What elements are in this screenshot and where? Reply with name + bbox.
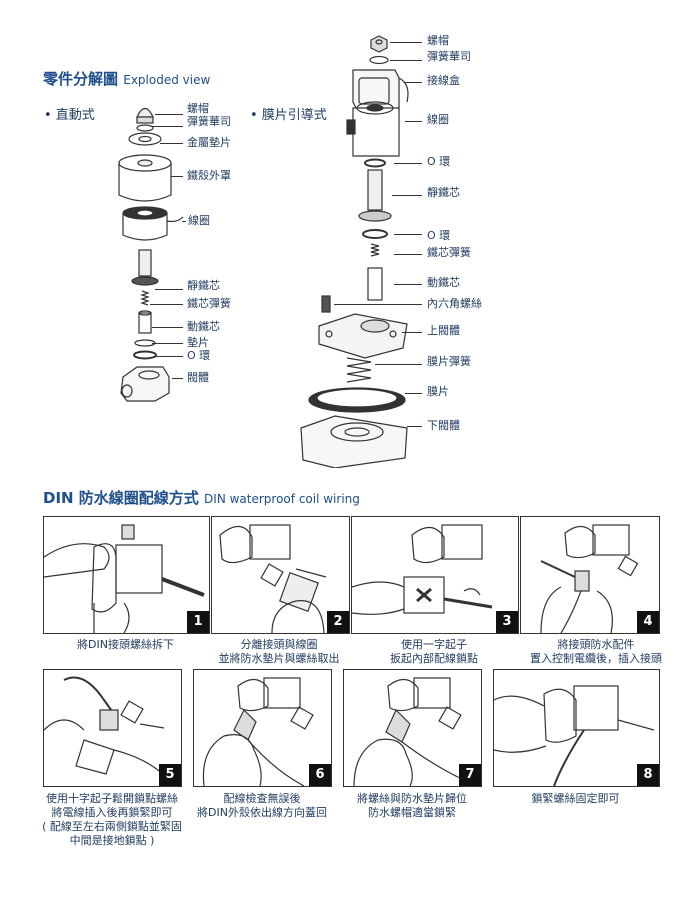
- step-2-number: 2: [327, 611, 349, 633]
- direct-label-valve-body: 閥體: [187, 371, 209, 384]
- pilot-label-nut: 螺帽: [427, 34, 449, 47]
- step-3-caption: 使用一字起子 扳起內部配線鎖點: [390, 638, 478, 665]
- step-5-number: 5: [159, 764, 181, 786]
- step-8-illustration: [494, 685, 655, 786]
- pilot-label-coil: 線圈: [427, 113, 449, 126]
- step-3-illustration: [352, 524, 493, 615]
- direct-label-gasket: 墊片: [187, 336, 209, 349]
- step-1-panel: 1: [43, 516, 210, 634]
- direct-label-o-ring: O 環: [187, 349, 211, 362]
- step-5-panel: 5: [43, 669, 182, 787]
- direct-acting-exploded-diagram: [118, 107, 184, 402]
- pilot-label-diaphragm-spring: 膜片彈簧: [427, 355, 471, 368]
- direct-label-housing: 鐵殼外罩: [187, 169, 231, 182]
- din-title-zh: DIN 防水線圈配線方式: [43, 489, 199, 507]
- pilot-label-upper-body: 上閥體: [427, 324, 460, 337]
- direct-label-nut: 螺帽: [187, 102, 209, 115]
- direct-acting-heading: • 直動式: [44, 108, 95, 123]
- step-8-number: 8: [637, 764, 659, 786]
- pilot-label-o-ring-1: O 環: [427, 155, 451, 168]
- direct-label-plunger: 動鐵芯: [187, 320, 220, 333]
- exploded-view-title: 零件分解圖 Exploded view: [43, 68, 210, 89]
- step-8-panel: 8: [493, 669, 660, 787]
- direct-label-metal-gasket: 金屬墊片: [187, 136, 231, 149]
- pilot-label-lower-body: 下閥體: [427, 419, 460, 432]
- step-1-number: 1: [187, 611, 209, 633]
- step-2-caption: 分離接頭與線圈 並將防水墊片與螺絲取出: [218, 638, 340, 665]
- pilot-operated-exploded-diagram: [300, 35, 409, 468]
- exploded-title-en: Exploded view: [123, 73, 211, 87]
- step-1-illustration: [44, 524, 205, 633]
- step-6-panel: 6: [193, 669, 332, 787]
- din-title-en: DIN waterproof coil wiring: [204, 492, 360, 506]
- step-2-illustration: [219, 524, 327, 633]
- din-wiring-title: DIN 防水線圈配線方式 DIN waterproof coil wiring: [43, 487, 360, 508]
- direct-label-coil: 線圈: [188, 214, 210, 227]
- step-4-number: 4: [637, 611, 659, 633]
- step-4-panel: 4: [520, 516, 660, 634]
- step-1-caption: 將DIN接頭螺絲拆下: [77, 638, 174, 651]
- pilot-label-spring-washer: 彈簧華司: [427, 50, 471, 63]
- pilot-label-core-spring: 鐵芯彈簧: [427, 246, 471, 259]
- direct-label-stationary-core: 靜鐵芯: [187, 279, 220, 292]
- pilot-operated-heading: • 膜片引導式: [250, 108, 327, 123]
- step-7-caption: 將螺絲與防水墊片歸位 防水螺帽適當鎖緊: [357, 792, 467, 819]
- step-6-number: 6: [309, 764, 331, 786]
- step-3-panel: 3: [351, 516, 519, 634]
- pilot-label-o-ring-2: O 環: [427, 229, 451, 242]
- step-6-illustration: [202, 677, 314, 786]
- step-5-illustration: [44, 676, 175, 786]
- direct-label-core-spring: 鐵芯彈簧: [187, 297, 231, 310]
- pilot-label-plunger: 動鐵芯: [427, 276, 460, 289]
- step-4-illustration: [540, 524, 639, 633]
- step-3-number: 3: [496, 611, 518, 633]
- step-8-caption: 鎖緊螺絲固定即可: [531, 792, 620, 805]
- step-5-caption: 使用十字起子鬆開鎖點螺絲 將電線插入後再鎖緊即可 ( 配線至左右兩側鎖點並緊固 …: [42, 792, 182, 847]
- pilot-label-diaphragm: 膜片: [427, 385, 449, 398]
- step-2-panel: 2: [211, 516, 350, 634]
- direct-label-spring-washer: 彈簧華司: [187, 115, 231, 128]
- step-7-panel: 7: [343, 669, 482, 787]
- step-4-caption: 將接頭防水配件 置入控制電纜後，插入接頭: [530, 638, 662, 665]
- pilot-label-terminal-box: 接線盒: [427, 74, 460, 87]
- pilot-label-hex-screw: 內六角螺絲: [427, 297, 482, 310]
- step-6-caption: 配線檢查無誤後 將DIN外殼依出線方向蓋回: [197, 792, 327, 819]
- step-7-illustration: [353, 677, 465, 786]
- exploded-title-zh: 零件分解圖: [43, 70, 119, 88]
- step-7-number: 7: [459, 764, 481, 786]
- pilot-label-stationary-core: 靜鐵芯: [427, 186, 460, 199]
